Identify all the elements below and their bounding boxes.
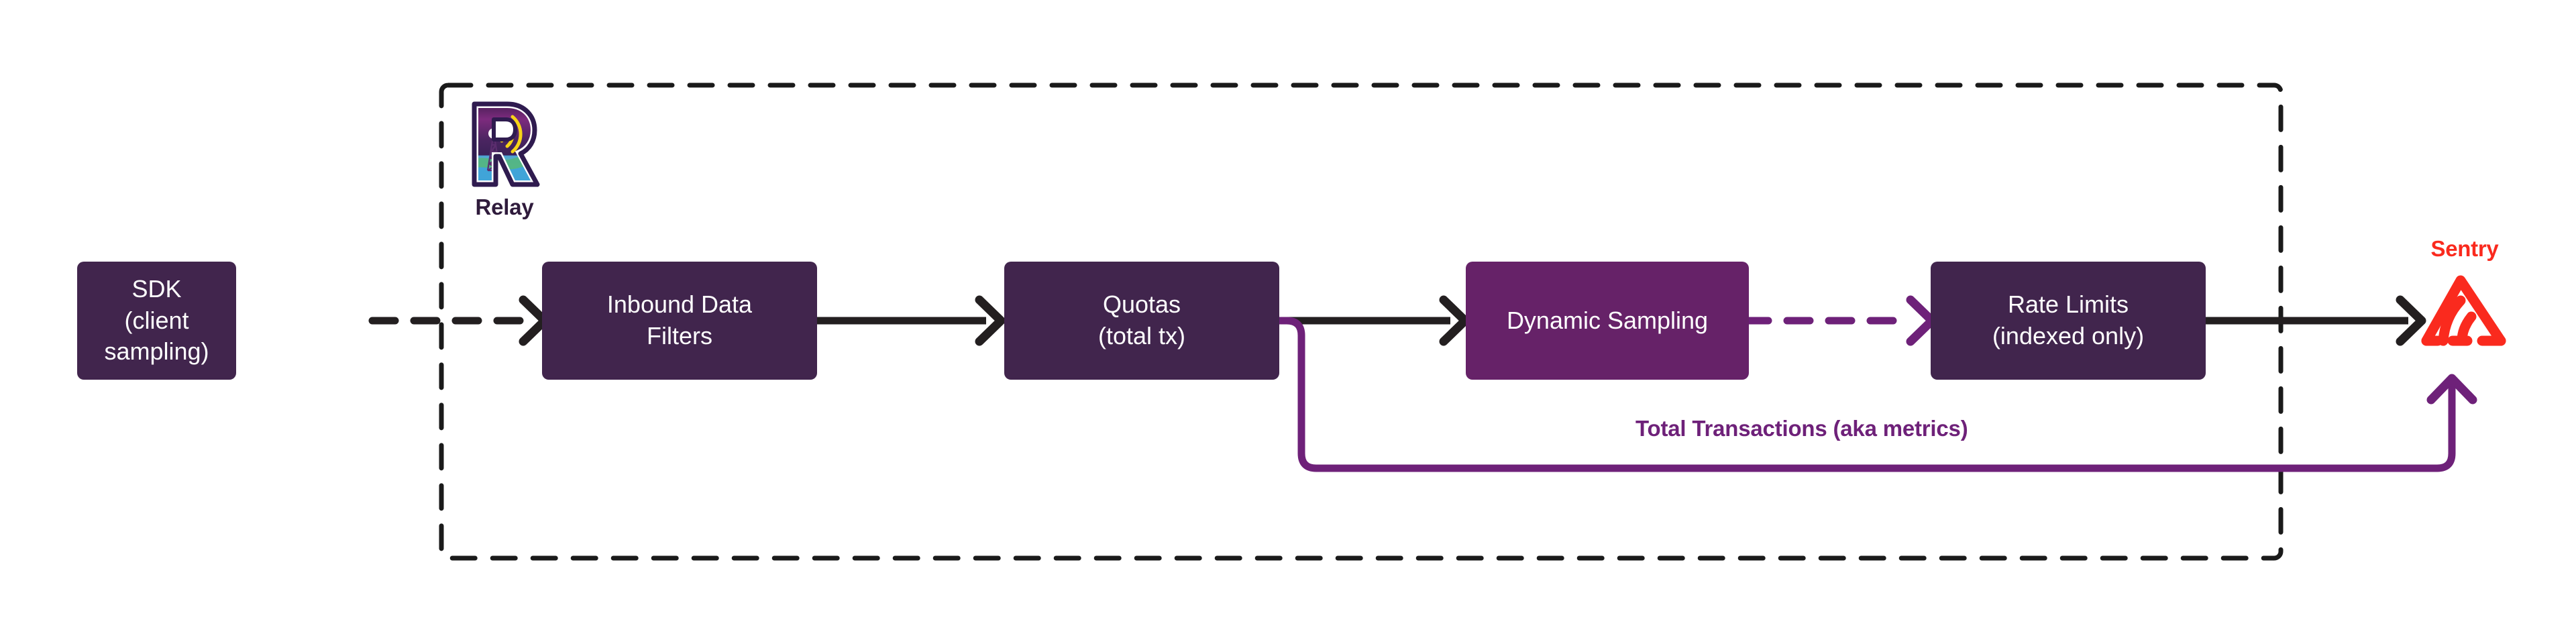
edge-rate-limits-to-sentry bbox=[2204, 295, 2426, 346]
node-dynamic-sampling[interactable]: Dynamic Sampling bbox=[1466, 262, 1749, 380]
node-quotas[interactable]: Quotas (total tx) bbox=[1004, 262, 1279, 380]
node-rate-limits[interactable]: Rate Limits (indexed only) bbox=[1931, 262, 2206, 380]
relay-label: Relay bbox=[475, 195, 534, 219]
relay-r-tower-logo bbox=[472, 101, 540, 187]
node-inbound-data-filters[interactable]: Inbound Data Filters bbox=[542, 262, 817, 380]
relay-branding: Relay bbox=[467, 99, 542, 220]
node-inbound-data-filters-line1: Inbound Data bbox=[606, 290, 753, 319]
edge-quotas-to-sentry-metrics bbox=[1271, 317, 2477, 472]
edge-inbound-data-filters-to-quotas bbox=[813, 295, 1006, 346]
node-dynamic-sampling-line1: Dynamic Sampling bbox=[1506, 306, 1709, 334]
edge-quotas-to-dynamic-sampling bbox=[1275, 295, 1470, 346]
edge-dynamic-sampling-to-rate-limits bbox=[1741, 295, 1937, 346]
sentry-logo bbox=[2421, 275, 2506, 346]
sentry-branding: Sentry bbox=[2415, 236, 2514, 353]
node-quotas-line2: (total tx) bbox=[1097, 322, 1186, 350]
node-quotas-line1: Quotas bbox=[1102, 290, 1181, 319]
node-inbound-data-filters-line2: Filters bbox=[647, 322, 712, 350]
node-rate-limits-line1: Rate Limits bbox=[2007, 290, 2129, 319]
node-sdk[interactable]: SDK (client sampling) bbox=[77, 262, 236, 380]
edge-sdk-to-inbound-data-filters bbox=[368, 295, 549, 346]
node-sdk-line1: SDK bbox=[131, 274, 182, 303]
node-sdk-line2: (client sampling) bbox=[104, 306, 209, 366]
node-rate-limits-line2: (indexed only) bbox=[1992, 322, 2145, 350]
sentry-label: Sentry bbox=[2430, 236, 2499, 261]
metrics-path-label: Total Transactions (aka metrics) bbox=[1635, 416, 1968, 441]
